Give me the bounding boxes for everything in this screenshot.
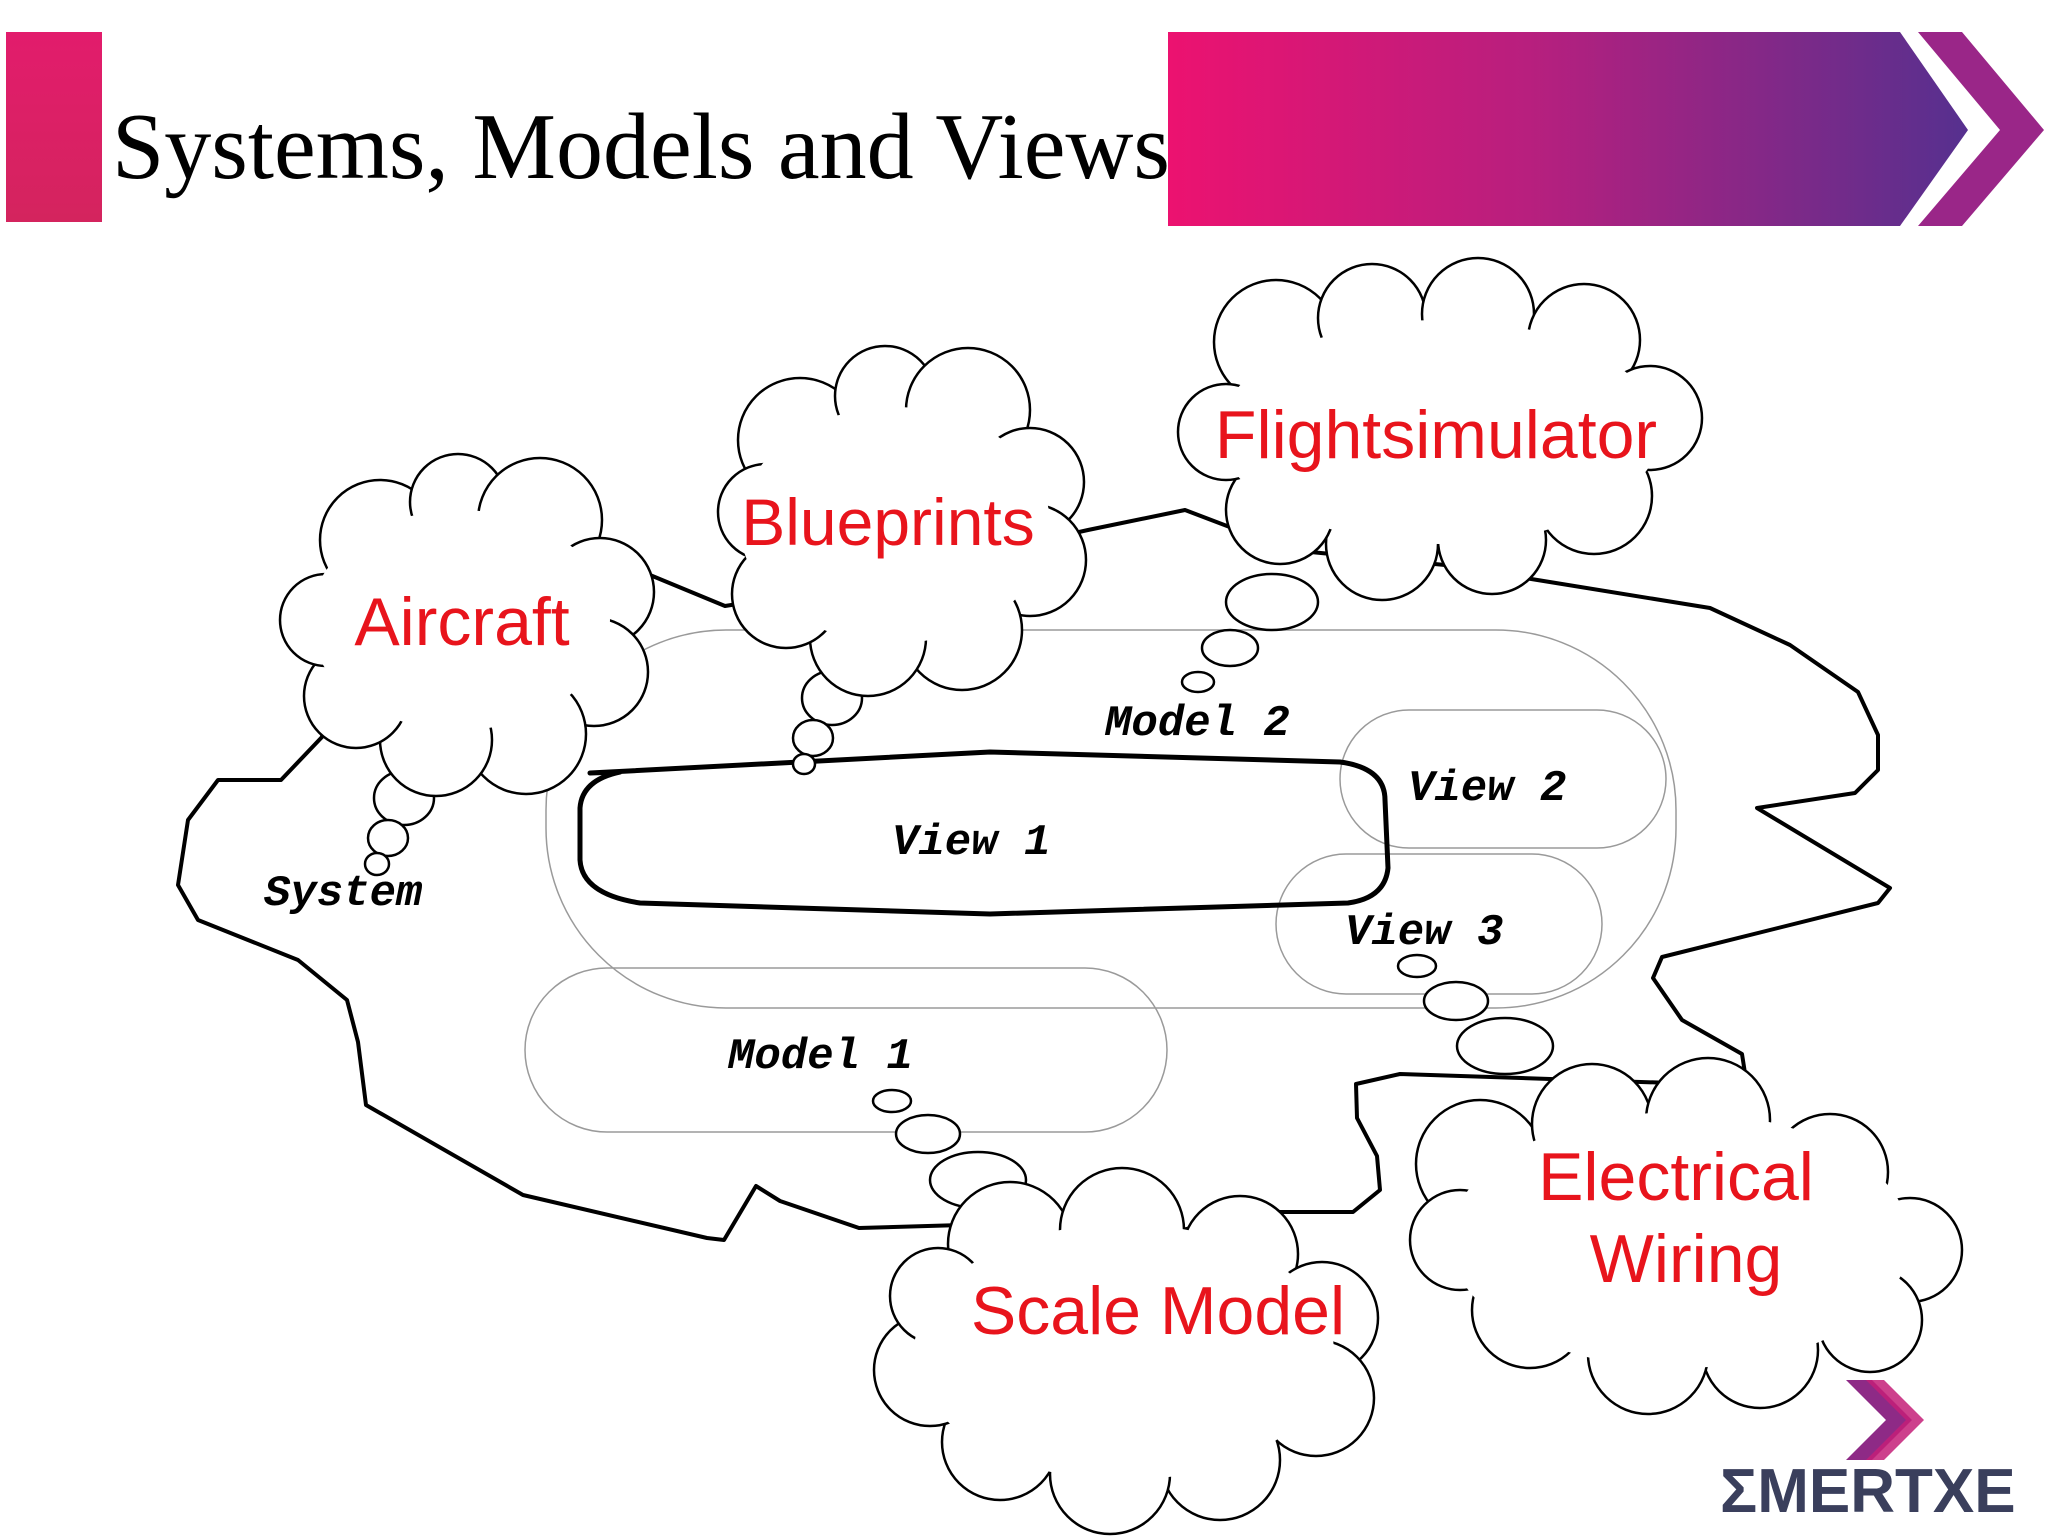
view-1-boundary bbox=[577, 749, 1391, 917]
view-2-boundary bbox=[1339, 709, 1667, 849]
model-2-boundary bbox=[545, 629, 1677, 1009]
chevron-logo-icon bbox=[1846, 1380, 1912, 1460]
view-3-label: View 3 bbox=[1345, 908, 1503, 958]
electrical-label: Electrical bbox=[1538, 1139, 1814, 1215]
page-title: Systems, Models and Views bbox=[112, 95, 1170, 199]
flightsimulator-label: Flightsimulator bbox=[1215, 397, 1657, 473]
aircraft-label: Aircraft bbox=[354, 584, 569, 660]
model-1-label: Model 1 bbox=[727, 1032, 913, 1082]
scale-model-label: Scale Model bbox=[971, 1273, 1345, 1349]
emertxe-logo: ƩMERTXE bbox=[1720, 1380, 2016, 1526]
cloud-flightsimulator bbox=[1176, 256, 1704, 602]
cloud-blueprints bbox=[716, 344, 1088, 698]
system-boundary bbox=[176, 508, 1892, 1245]
chevron-icon bbox=[1918, 32, 2044, 226]
bubble-trails bbox=[363, 572, 1555, 1210]
view-2-label: View 2 bbox=[1408, 764, 1566, 814]
cloud-aircraft bbox=[278, 452, 656, 798]
title-accent-bar bbox=[6, 32, 102, 222]
header-banner bbox=[1168, 32, 1968, 226]
chevron-logo-icon-accent bbox=[1866, 1380, 1924, 1460]
blueprints-label: Blueprints bbox=[741, 485, 1035, 559]
system-label: System bbox=[264, 869, 423, 919]
wiring-label: Wiring bbox=[1590, 1221, 1783, 1297]
cloud-scale-model bbox=[872, 1166, 1380, 1536]
model-1-boundary bbox=[524, 967, 1168, 1133]
logo-text: ƩMERTXE bbox=[1720, 1457, 2016, 1526]
cloud-electrical-wiring bbox=[1408, 1056, 1964, 1416]
view-1-label: View 1 bbox=[892, 818, 1050, 868]
model-2-label: Model 2 bbox=[1104, 699, 1290, 749]
